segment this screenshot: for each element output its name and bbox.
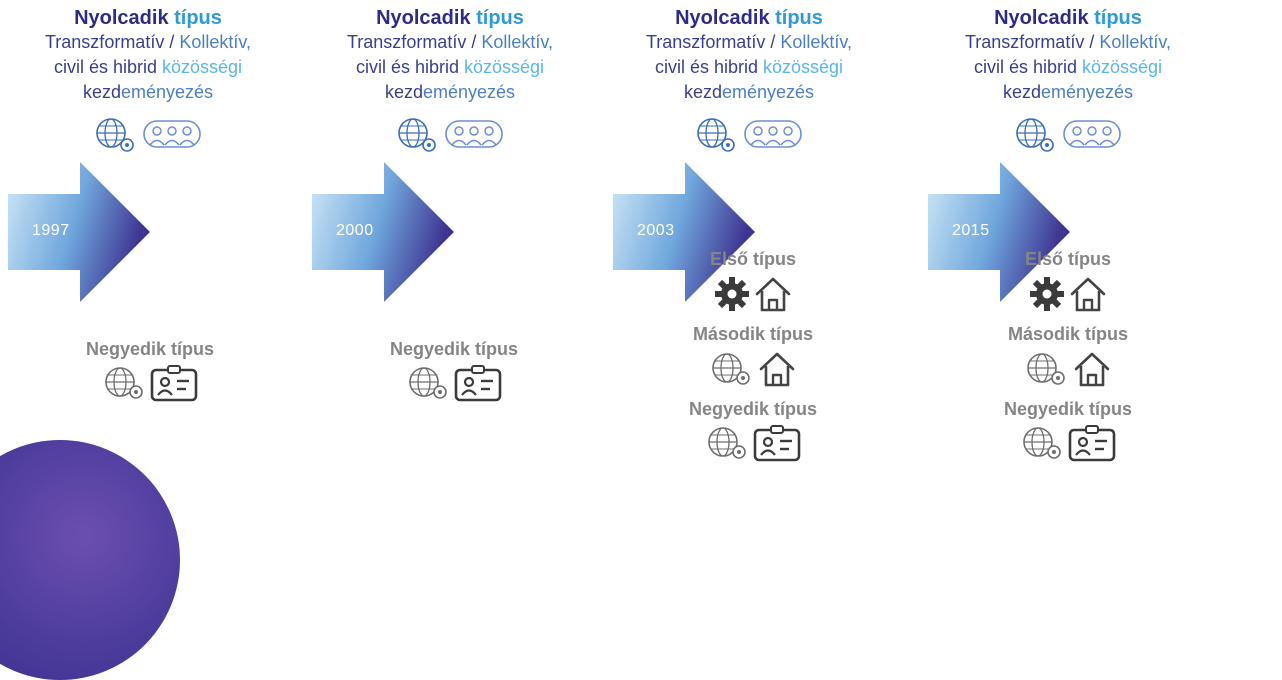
type-list: Negyedik típus [344,338,564,411]
type-icons [958,274,1178,319]
eighth-type-description: Transzformatív / Kollektív, civil és hib… [645,32,853,102]
eighth-type-block: Nyolcadik típus Transzformatív / Kollekt… [908,6,1228,155]
type-label: Második típus [692,324,813,344]
globe-gear-icon [395,115,441,155]
globe-gear-icon [705,424,751,467]
house-icon [1072,349,1112,394]
type-label: Első típus [709,249,796,269]
globe-gear-icon [406,364,452,407]
globe-gear-icon [1020,424,1066,467]
type-icons [344,364,564,407]
people-group-icon [1061,115,1123,155]
eighth-type-icons [589,115,909,155]
type-label: Második típus [1007,324,1128,344]
gear-icon [1028,275,1066,318]
timeline-arrow [928,162,1070,302]
type-label: Negyedik típus [85,339,215,359]
timeline-column-2000: 2000 Nyolcadik típus Transzformatív / Ko… [312,0,612,499]
eighth-type-title: Nyolcadik típus [376,7,524,29]
eighth-type-icons [908,115,1228,155]
house-icon [757,349,797,394]
timeline-column-2003: 2003 Nyolcadik típus Transzformatív / Ko… [613,0,913,499]
timeline-arrow [613,162,755,302]
house-icon [1068,274,1108,319]
globe-gear-icon [694,115,740,155]
eighth-type-title: Nyolcadik típus [675,7,823,29]
people-group-icon [443,115,505,155]
id-card-icon [150,364,198,407]
timeline-column-1997: 1997 Nyolcadik típus Transzformatív / Ko… [8,0,308,499]
type-icons [958,349,1178,394]
eighth-type-icons [290,115,610,155]
eighth-type-block: Nyolcadik típus Transzformatív / Kollekt… [0,6,308,155]
id-card-icon [454,364,502,407]
type-icons [643,274,863,319]
id-card-icon [1068,424,1116,467]
type-label: Negyedik típus [688,399,818,419]
globe-gear-icon [93,115,139,155]
type-label: Első típus [1024,249,1111,269]
timeline-year: 2015 [952,222,990,239]
type-icons [643,424,863,467]
timeline-year: 1997 [32,222,70,239]
type-icons [40,364,260,407]
gear-icon [713,275,751,318]
type-list: Első típus Második típus Negyedik típus [958,248,1178,471]
timeline-column-2015: 2015 Nyolcadik típus Transzformatív / Ko… [928,0,1228,499]
type-label: Negyedik típus [389,339,519,359]
eighth-type-block: Nyolcadik típus Transzformatív / Kollekt… [589,6,909,155]
people-group-icon [742,115,804,155]
eighth-type-block: Nyolcadik típus Transzformatív / Kollekt… [290,6,610,155]
eighth-type-description: Transzformatív / Kollektív, civil és hib… [964,32,1172,102]
type-label: Negyedik típus [1003,399,1133,419]
type-list: Negyedik típus [40,338,260,411]
globe-gear-icon [1013,115,1059,155]
eighth-type-description: Transzformatív / Kollektív, civil és hib… [44,32,252,102]
type-icons [958,424,1178,467]
timeline-arrow [312,162,454,302]
id-card-icon [753,424,801,467]
type-list: Első típus Második típus Negyedik típus [643,248,863,471]
type-icons [643,349,863,394]
eighth-type-title: Nyolcadik típus [994,7,1142,29]
timeline-arrow [8,162,150,302]
globe-gear-icon [1024,350,1070,393]
eighth-type-title: Nyolcadik típus [74,7,222,29]
house-icon [753,274,793,319]
people-group-icon [141,115,203,155]
timeline-year: 2003 [637,222,675,239]
globe-gear-icon [102,364,148,407]
eighth-type-icons [0,115,308,155]
timeline-year: 2000 [336,222,374,239]
eighth-type-description: Transzformatív / Kollektív, civil és hib… [346,32,554,102]
globe-gear-icon [709,350,755,393]
